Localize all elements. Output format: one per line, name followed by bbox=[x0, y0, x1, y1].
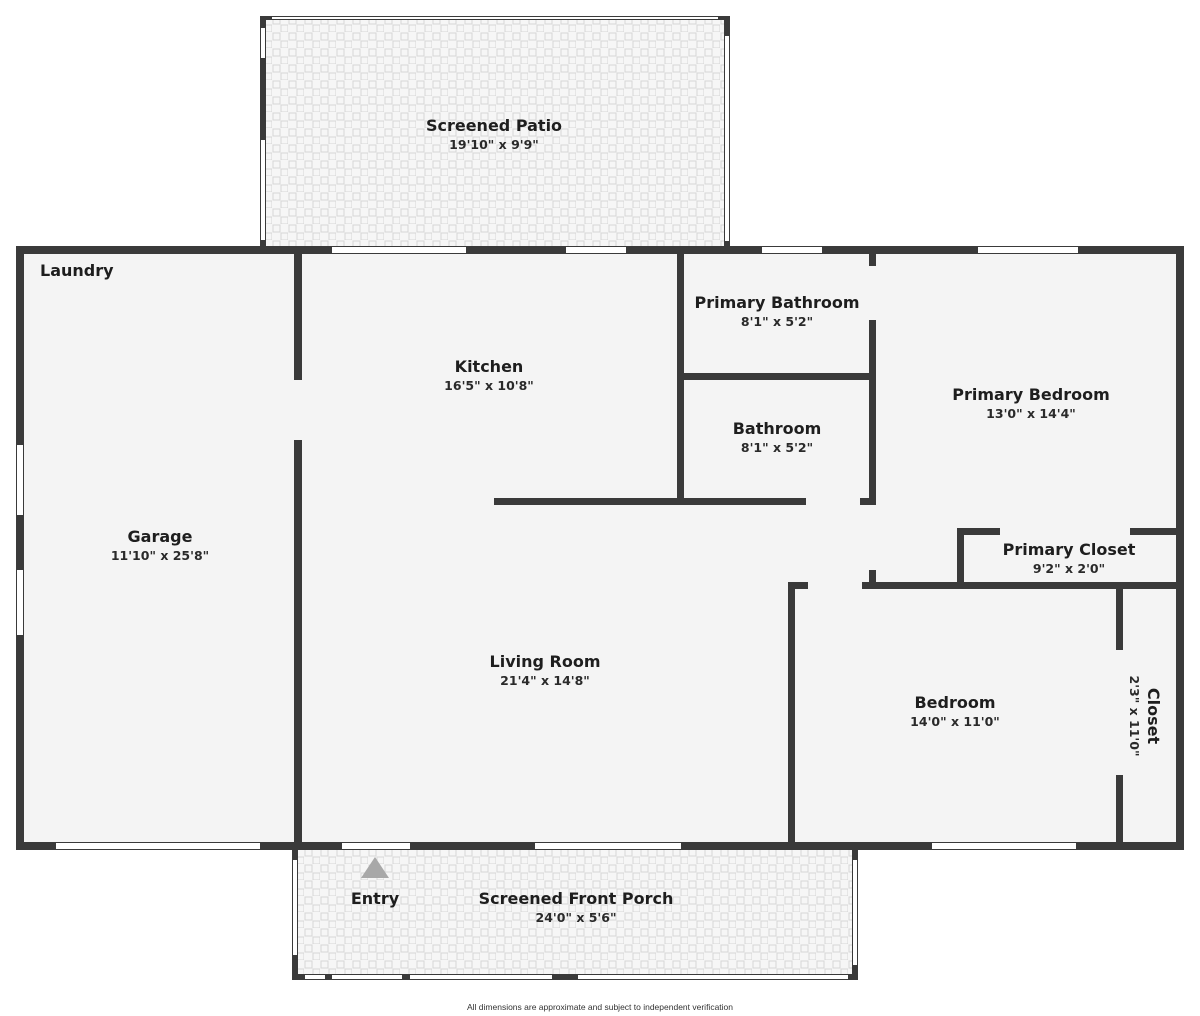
room-garage: Garage 11'10" x 25'8" bbox=[111, 527, 209, 565]
room-dimensions: 14'0" x 11'0" bbox=[910, 714, 1000, 729]
entry-marker-icon bbox=[361, 857, 389, 878]
patio-walls bbox=[260, 16, 730, 248]
room-name: Primary Closet bbox=[1002, 540, 1136, 559]
room-bedroom: Bedroom 14'0" x 11'0" bbox=[910, 693, 1000, 731]
porch-floor bbox=[298, 848, 854, 976]
room-dimensions: 2'3" x 11'0" bbox=[1127, 675, 1142, 757]
room-dimensions: 19'10" x 9'9" bbox=[449, 137, 539, 152]
room-dimensions: 11'10" x 25'8" bbox=[110, 548, 210, 563]
room-primary-closet: Primary Closet 9'2" x 2'0" bbox=[1003, 540, 1136, 578]
room-laundry: Laundry bbox=[40, 261, 114, 280]
porch-walls bbox=[292, 848, 858, 980]
room-dimensions: 24'0" x 5'6" bbox=[535, 910, 617, 925]
room-name: Screened Front Porch bbox=[478, 889, 674, 908]
room-living-room: Living Room 21'4" x 14'8" bbox=[490, 652, 601, 690]
room-primary-bathroom: Primary Bathroom 8'1" x 5'2" bbox=[694, 293, 859, 331]
room-dimensions: 8'1" x 5'2" bbox=[740, 314, 814, 329]
room-screened-patio: Screened Patio 19'10" x 9'9" bbox=[426, 116, 562, 154]
interior-floor bbox=[22, 252, 1178, 844]
room-dimensions: 16'5" x 10'8" bbox=[444, 378, 534, 393]
room-name: Primary Bathroom bbox=[694, 293, 860, 312]
room-name: Bedroom bbox=[914, 693, 996, 712]
room-name: Bathroom bbox=[732, 419, 822, 438]
room-bathroom: Bathroom 8'1" x 5'2" bbox=[733, 419, 822, 457]
patio-floor bbox=[264, 20, 726, 248]
room-name: Garage bbox=[127, 527, 193, 546]
room-name: Living Room bbox=[489, 652, 601, 671]
disclaimer-footer: All dimensions are approximate and subje… bbox=[466, 1002, 734, 1012]
room-dimensions: 9'2" x 2'0" bbox=[1032, 561, 1106, 576]
room-name: Kitchen bbox=[454, 357, 524, 376]
room-name: Entry bbox=[350, 889, 400, 908]
exterior-walls bbox=[16, 246, 1184, 850]
room-entry: Entry bbox=[351, 889, 399, 909]
room-primary-bedroom: Primary Bedroom 13'0" x 14'4" bbox=[952, 385, 1110, 423]
room-screened-front-porch: Screened Front Porch 24'0" x 5'6" bbox=[479, 889, 674, 927]
room-dimensions: 13'0" x 14'4" bbox=[986, 406, 1076, 421]
room-closet: Closet 2'3" x 11'0" bbox=[1125, 676, 1163, 757]
room-name: Primary Bedroom bbox=[952, 385, 1110, 404]
room-name: Screened Patio bbox=[425, 116, 563, 135]
room-name: Closet bbox=[1144, 687, 1163, 745]
room-dimensions: 21'4" x 14'8" bbox=[500, 673, 590, 688]
room-kitchen: Kitchen 16'5" x 10'8" bbox=[444, 357, 534, 395]
room-dimensions: 8'1" x 5'2" bbox=[740, 440, 814, 455]
interior-walls bbox=[294, 252, 1182, 845]
